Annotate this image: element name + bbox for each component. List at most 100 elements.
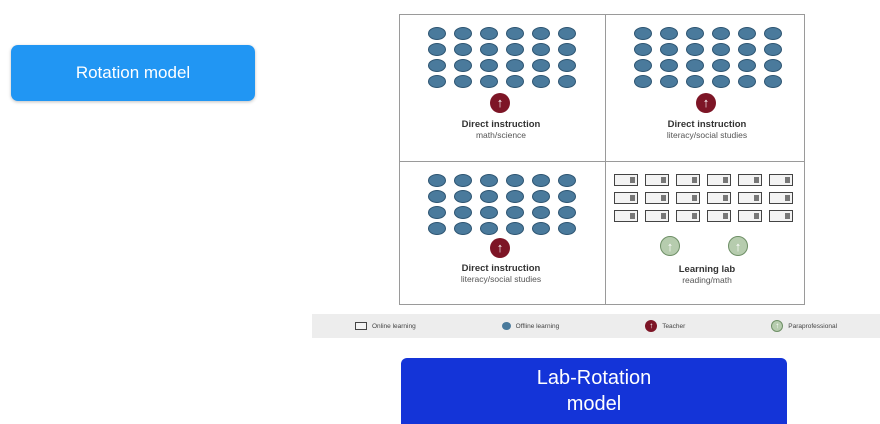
- computer-icon: [676, 192, 700, 204]
- computer-icon: [769, 192, 793, 204]
- student-dot-icon: [686, 59, 704, 72]
- student-dot-icon: [480, 27, 498, 40]
- student-dot-icon: [454, 174, 472, 187]
- student-dot-icon: [660, 27, 678, 40]
- student-dot-icon: [764, 75, 782, 88]
- student-dot-icon: [558, 75, 576, 88]
- quadrant-math-science: ↑ Direct instruction math/science: [400, 15, 602, 160]
- student-dot-icon: [454, 206, 472, 219]
- student-dot-icon: [428, 59, 446, 72]
- quadrant-title: Learning lab: [678, 264, 736, 275]
- quadrant-title: Direct instruction: [461, 263, 541, 274]
- student-dot-icon: [454, 27, 472, 40]
- classroom-diagram: ↑ Direct instruction math/science ↑ Dire…: [399, 14, 805, 305]
- student-dot-icon: [501, 322, 511, 330]
- student-dot-icon: [532, 190, 550, 203]
- student-dot-icon: [712, 43, 730, 56]
- quadrant-subtitle: reading/math: [682, 275, 732, 285]
- student-dot-icon: [454, 43, 472, 56]
- computer-icon: [614, 210, 638, 222]
- computer-icon: [645, 210, 669, 222]
- computer-icon: [769, 174, 793, 186]
- student-dot-icon: [532, 174, 550, 187]
- computer-icon: [614, 192, 638, 204]
- student-dot-icon: [738, 43, 756, 56]
- quadrant-subtitle: literacy/social studies: [666, 130, 748, 140]
- quadrant-subtitle: math/science: [475, 130, 527, 140]
- quadrant-literacy-bottom: ↑ Direct instruction literacy/social stu…: [400, 162, 602, 307]
- student-dot-icon: [738, 27, 756, 40]
- student-dot-icon: [506, 75, 524, 88]
- legend-teacher-label: Teacher: [662, 322, 686, 330]
- lab-rotation-model-button[interactable]: Lab-Rotation model: [401, 358, 787, 424]
- rotation-model-button[interactable]: Rotation model: [11, 45, 255, 101]
- computer-icon: [707, 174, 731, 186]
- computer-icon: [645, 192, 669, 204]
- student-dot-icon: [558, 174, 576, 187]
- computer-icon: [614, 174, 638, 186]
- quadrant-title: Direct instruction: [667, 119, 747, 130]
- computer-icon: [676, 210, 700, 222]
- divider-vertical: [605, 15, 606, 304]
- student-dot-icon: [558, 222, 576, 235]
- student-dot-icon: [558, 206, 576, 219]
- student-dot-icon: [428, 75, 446, 88]
- student-dot-icon: [480, 43, 498, 56]
- student-dot-icon: [480, 190, 498, 203]
- student-dot-icon: [480, 59, 498, 72]
- student-dot-icon: [558, 43, 576, 56]
- student-dot-icon: [634, 27, 652, 40]
- student-dot-icon: [532, 59, 550, 72]
- computer-icon: [707, 210, 731, 222]
- student-dot-icon: [712, 75, 730, 88]
- student-dot-icon: [454, 222, 472, 235]
- student-dot-icon: [506, 206, 524, 219]
- legend-paraprofessional: ↑ Paraprofessional: [771, 320, 837, 332]
- student-dot-icon: [712, 27, 730, 40]
- lab-rotation-line1: Lab-Rotation: [536, 367, 652, 389]
- paraprofessional-icon: ↑: [728, 236, 748, 256]
- student-dot-icon: [532, 75, 550, 88]
- divider-horizontal: [400, 161, 804, 162]
- student-dot-icon: [634, 59, 652, 72]
- student-dot-icon: [532, 27, 550, 40]
- student-dot-icon: [738, 75, 756, 88]
- rotation-model-label: Rotation model: [75, 63, 191, 82]
- student-dot-icon: [506, 222, 524, 235]
- student-dot-icon: [686, 27, 704, 40]
- student-dot-icon: [506, 27, 524, 40]
- student-dot-icon: [454, 190, 472, 203]
- student-grid: [634, 27, 782, 88]
- legend: Online learning Offline learning ↑ Teach…: [312, 314, 880, 338]
- legend-offline-label: Offline learning: [515, 322, 560, 330]
- teacher-icon: ↑: [490, 238, 510, 258]
- student-dot-icon: [660, 59, 678, 72]
- student-dot-icon: [428, 222, 446, 235]
- computer-icon: [738, 192, 762, 204]
- student-dot-icon: [558, 190, 576, 203]
- student-dot-icon: [558, 27, 576, 40]
- student-dot-icon: [428, 174, 446, 187]
- student-dot-icon: [480, 174, 498, 187]
- student-dot-icon: [712, 59, 730, 72]
- student-dot-icon: [764, 27, 782, 40]
- student-dot-icon: [480, 222, 498, 235]
- computer-icon: [738, 174, 762, 186]
- student-dot-icon: [506, 190, 524, 203]
- student-dot-icon: [428, 190, 446, 203]
- legend-teacher: ↑ Teacher: [645, 320, 685, 332]
- student-dot-icon: [454, 75, 472, 88]
- student-dot-icon: [558, 59, 576, 72]
- student-dot-icon: [738, 59, 756, 72]
- student-dot-icon: [686, 43, 704, 56]
- student-dot-icon: [428, 27, 446, 40]
- legend-paraprofessional-label: Paraprofessional: [788, 322, 838, 330]
- computer-icon: [645, 174, 669, 186]
- student-dot-icon: [454, 59, 472, 72]
- computer-icon: [769, 210, 793, 222]
- teacher-icon: ↑: [645, 320, 658, 332]
- lab-rotation-line2: model: [566, 393, 622, 415]
- computer-icon: [676, 174, 700, 186]
- teacher-icon: ↑: [696, 93, 716, 113]
- computer-icon: [738, 210, 762, 222]
